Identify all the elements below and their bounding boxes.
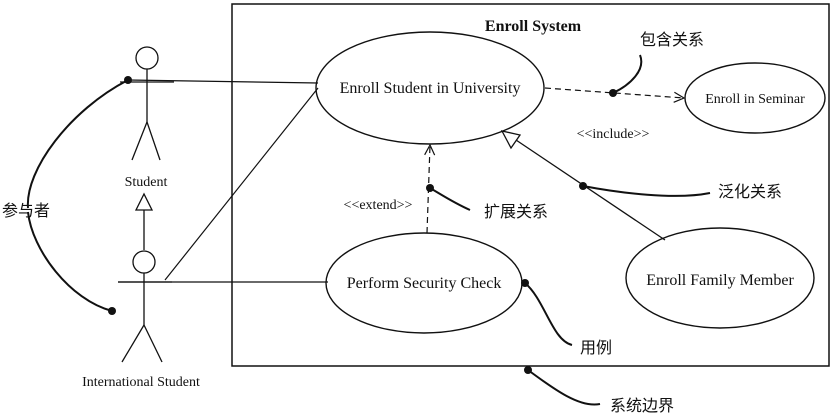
use-case-enroll-student-label: Enroll Student in University (340, 80, 521, 97)
include-arrow (544, 87, 684, 98)
system-boundary-annotation: 系统边界 (610, 396, 674, 415)
associations (118, 79, 328, 283)
use-case-family-member-label: Enroll Family Member (646, 272, 794, 289)
include-relation-annotation: 包含关系 (640, 30, 704, 49)
extend-relation-annotation: 扩展关系 (484, 202, 548, 221)
extend-label: <<extend>> (344, 198, 413, 213)
actor-generalization (134, 192, 154, 250)
use-case-security-check-label: Perform Security Check (347, 275, 502, 292)
use-case-generalization (500, 130, 666, 241)
system-boundary (231, 3, 830, 367)
student-actor (120, 46, 174, 161)
generalization-annotation: 泛化关系 (718, 182, 782, 201)
include-label: <<include>> (577, 127, 650, 142)
annotation-dots (108, 76, 617, 374)
use-case-enroll-seminar-label: Enroll in Seminar (705, 92, 805, 107)
international-student-actor-label: International Student (82, 375, 200, 390)
system-title: Enroll System (485, 18, 582, 35)
use-case-annotation: 用例 (580, 338, 612, 357)
student-actor-label: Student (125, 175, 168, 190)
actor-annotation: 参与者 (2, 201, 50, 220)
use-case-family-member (625, 227, 815, 329)
international-student-actor (118, 250, 172, 363)
